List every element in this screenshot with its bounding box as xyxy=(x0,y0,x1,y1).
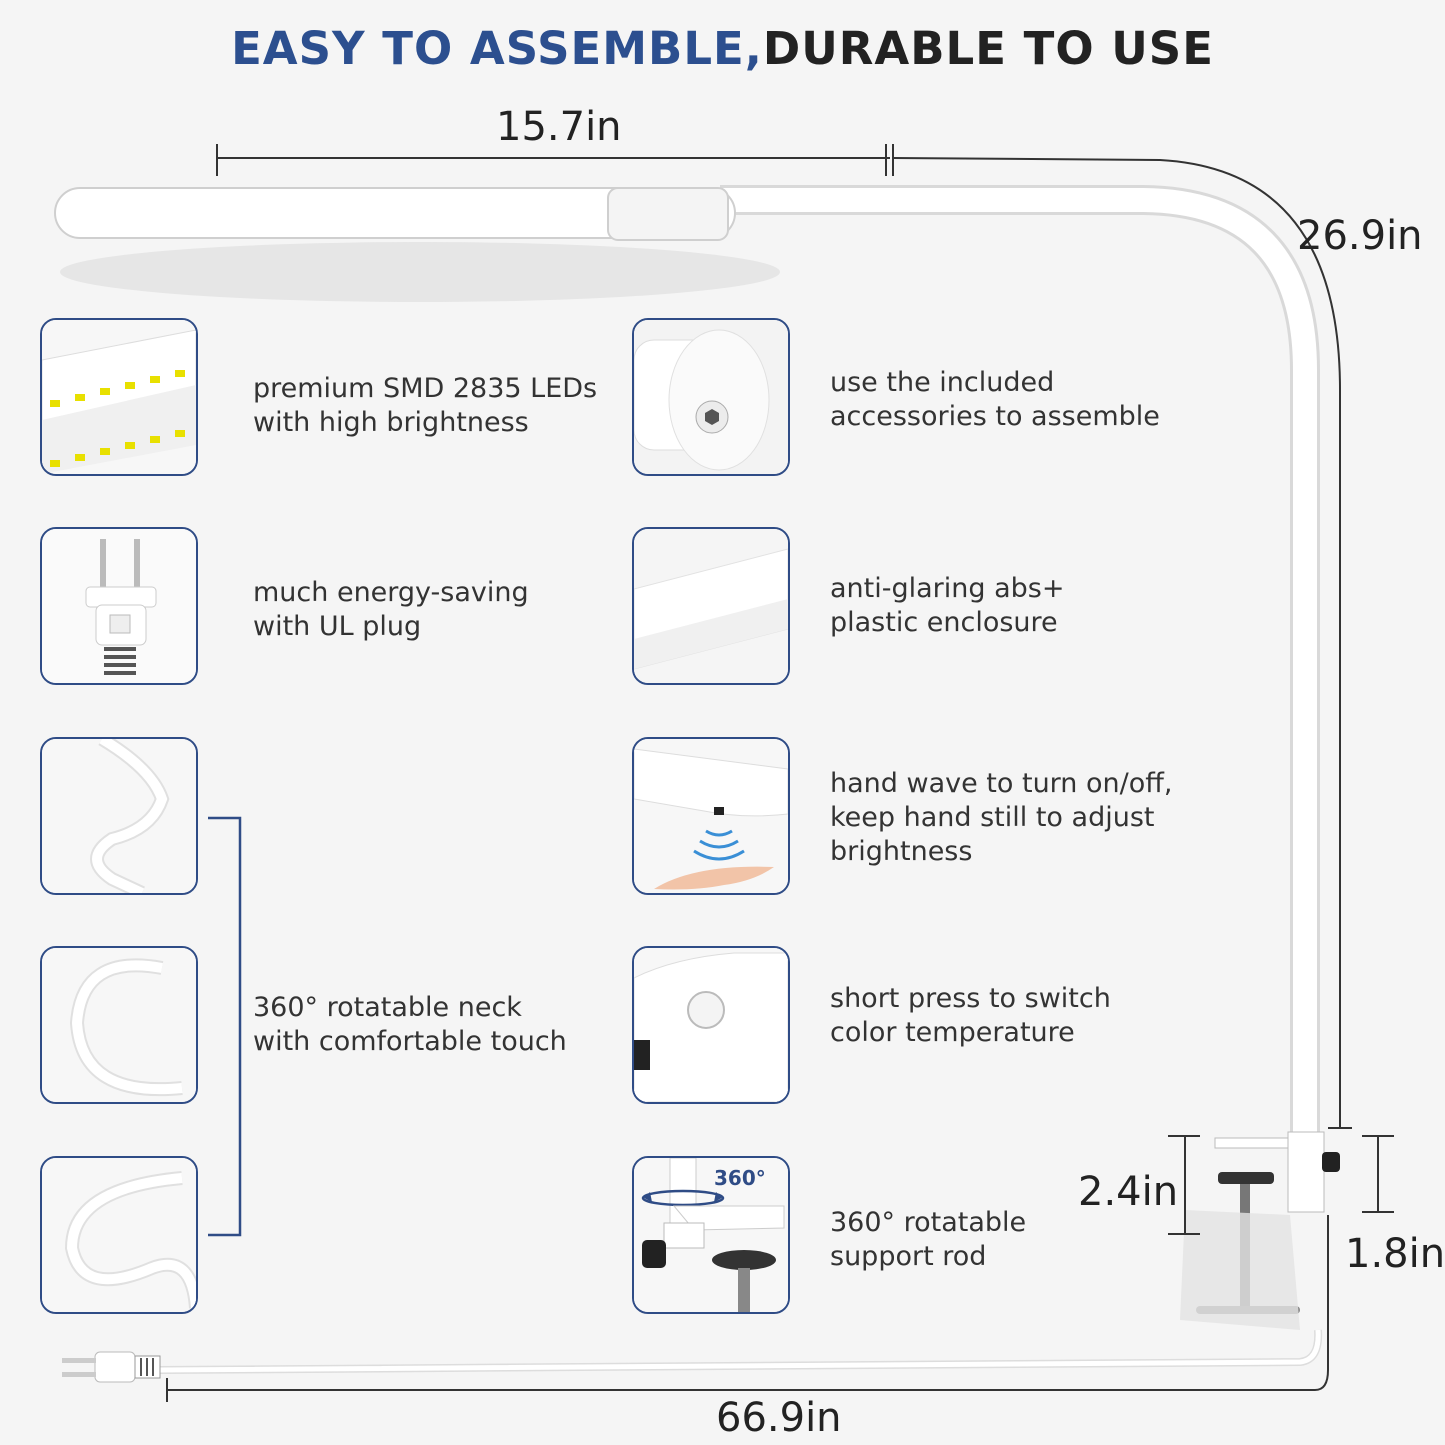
tile-neck-3 xyxy=(40,1156,198,1314)
gooseneck-icon xyxy=(42,739,196,893)
tile-enclosure xyxy=(632,527,790,685)
tile-switch xyxy=(632,946,790,1104)
feature-line: support rod xyxy=(830,1241,987,1272)
feature-line: short press to switch xyxy=(830,983,1111,1014)
hex-screw-icon xyxy=(634,320,788,474)
feature-line: hand wave to turn on/off, xyxy=(830,768,1173,799)
dimension-clamp-depth: 1.8in xyxy=(1345,1231,1445,1277)
feature-line: 360° rotatable neck xyxy=(253,992,522,1023)
hand-wave-sensor-icon xyxy=(634,739,788,893)
tile-hand-wave xyxy=(632,737,790,895)
feature-line: accessories to assemble xyxy=(830,401,1160,432)
plug-icon xyxy=(42,529,196,683)
dimension-cord-length: 66.9in xyxy=(716,1395,842,1441)
title-part1: EASY TO ASSEMBLE, xyxy=(231,22,763,75)
feature-support-rod: 360° rotatable support rod xyxy=(830,1206,1026,1274)
feature-line: with UL plug xyxy=(253,611,422,642)
feature-line: use the included xyxy=(830,367,1055,398)
feature-enclosure: anti-glaring abs+ plastic enclosure xyxy=(830,572,1064,640)
feature-neck: 360° rotatable neck with comfortable tou… xyxy=(253,991,567,1059)
feature-line: anti-glaring abs+ xyxy=(830,573,1065,604)
gooseneck-bend-icon xyxy=(42,1158,196,1312)
feature-line: brightness xyxy=(830,836,973,867)
feature-hand-wave: hand wave to turn on/off, keep hand stil… xyxy=(830,767,1172,869)
enclosure-icon xyxy=(634,529,788,683)
tile-support-rod: 360° xyxy=(632,1156,790,1314)
touch-button-icon xyxy=(634,948,788,1102)
tile-neck-2 xyxy=(40,946,198,1104)
feature-line: premium SMD 2835 LEDs xyxy=(253,373,598,404)
dimension-clamp-opening: 2.4in xyxy=(1078,1169,1179,1215)
tile-leds xyxy=(40,318,198,476)
gooseneck-loop-icon xyxy=(42,948,196,1102)
tile-assemble xyxy=(632,318,790,476)
feature-assemble: use the included accessories to assemble xyxy=(830,366,1160,434)
feature-line: with high brightness xyxy=(253,407,529,438)
title-part2: DURABLE TO USE xyxy=(762,22,1214,75)
feature-line: with comfortable touch xyxy=(253,1026,567,1057)
rotating-rod-icon xyxy=(634,1158,788,1312)
feature-leds: premium SMD 2835 LEDs with high brightne… xyxy=(253,372,597,440)
rotation-label: 360° xyxy=(714,1166,766,1190)
feature-plug: much energy-saving with UL plug xyxy=(253,576,529,644)
tile-neck-1 xyxy=(40,737,198,895)
feature-line: plastic enclosure xyxy=(830,607,1058,638)
feature-line: color temperature xyxy=(830,1017,1075,1048)
feature-switch: short press to switch color temperature xyxy=(830,982,1111,1050)
tile-plug xyxy=(40,527,198,685)
dimension-head-length: 15.7in xyxy=(496,104,622,150)
feature-line: 360° rotatable xyxy=(830,1207,1027,1238)
feature-line: keep hand still to adjust xyxy=(830,802,1155,833)
page-title: EASY TO ASSEMBLE,DURABLE TO USE xyxy=(0,22,1445,75)
feature-line: much energy-saving xyxy=(253,577,529,608)
dimension-height: 26.9in xyxy=(1297,213,1423,259)
led-strip-icon xyxy=(42,320,196,474)
